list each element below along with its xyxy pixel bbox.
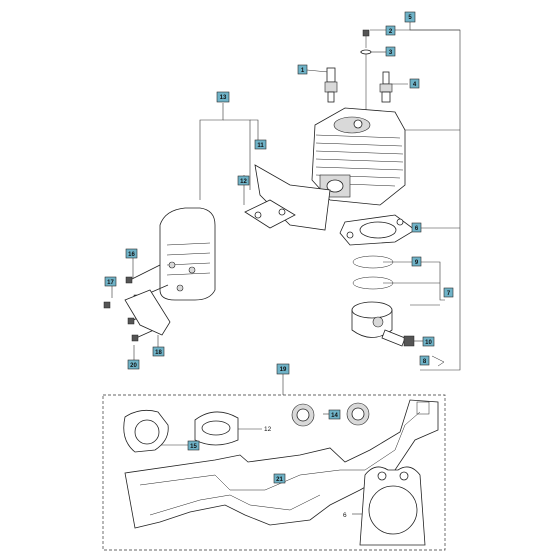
svg-text:12: 12: [240, 179, 247, 185]
svg-text:17: 17: [107, 280, 114, 286]
svg-text:20: 20: [130, 363, 137, 369]
svg-text:8: 8: [423, 359, 427, 365]
svg-text:19: 19: [280, 367, 287, 373]
svg-text:3: 3: [389, 50, 393, 56]
callout-20[interactable]: 20: [127, 359, 140, 370]
svg-text:5: 5: [408, 15, 412, 21]
callout-19[interactable]: 19: [276, 363, 290, 375]
svg-text:16: 16: [128, 252, 135, 258]
callout-6[interactable]: 6: [411, 222, 422, 233]
callout-13[interactable]: 13: [216, 91, 230, 103]
callout-10[interactable]: 10: [422, 336, 435, 347]
muffler-assembly: [103, 164, 331, 342]
callout-15[interactable]: 15: [187, 440, 200, 451]
cylinder-assembly: [311, 29, 445, 367]
kit-label-12: 12: [264, 426, 272, 433]
callout-4[interactable]: 4: [409, 78, 420, 89]
callout-1[interactable]: 1: [297, 64, 308, 75]
svg-text:7: 7: [447, 291, 451, 297]
callout-11[interactable]: 11: [254, 139, 267, 150]
kit-label-6: 6: [343, 512, 347, 519]
callout-9[interactable]: 9: [411, 256, 422, 267]
svg-text:6: 6: [415, 226, 419, 232]
svg-text:4: 4: [413, 82, 417, 88]
svg-text:21: 21: [276, 477, 283, 483]
svg-text:15: 15: [190, 444, 197, 450]
callout-5[interactable]: 5: [404, 11, 416, 23]
svg-text:11: 11: [257, 143, 264, 149]
svg-text:18: 18: [155, 350, 162, 356]
callout-7[interactable]: 7: [443, 287, 454, 298]
kit-border: [102, 394, 446, 551]
svg-text:13: 13: [220, 95, 227, 101]
svg-text:9: 9: [415, 260, 419, 266]
callout-21[interactable]: 21: [273, 473, 286, 484]
callout-8[interactable]: 8: [419, 355, 430, 366]
svg-text:10: 10: [425, 340, 432, 346]
callout-14[interactable]: 14: [328, 409, 341, 420]
callout-16[interactable]: 16: [125, 248, 138, 259]
callout-2[interactable]: 2: [385, 25, 396, 36]
gasket-kit: [102, 394, 446, 551]
callout-3[interactable]: 3: [385, 46, 396, 57]
callout-12[interactable]: 12: [237, 175, 250, 186]
svg-text:2: 2: [389, 29, 393, 35]
svg-text:1: 1: [301, 68, 305, 74]
callout-18[interactable]: 18: [152, 346, 165, 357]
svg-text:14: 14: [331, 413, 338, 419]
callout-17[interactable]: 17: [104, 276, 117, 287]
